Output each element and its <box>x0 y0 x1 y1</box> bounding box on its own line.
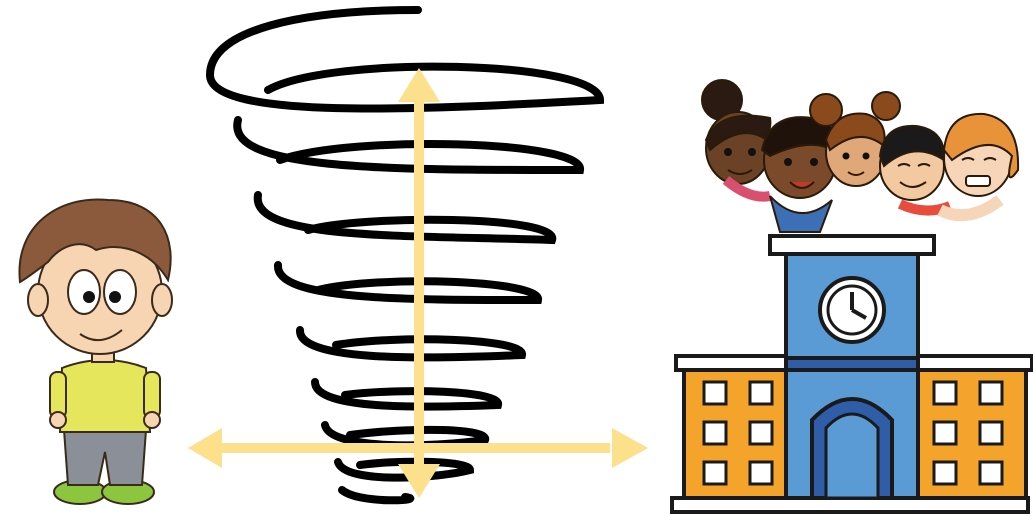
child-5-arm <box>937 195 1004 222</box>
school-wing-right <box>912 364 1028 500</box>
boy-pants <box>62 429 148 486</box>
spiral-path <box>205 6 605 505</box>
school-base <box>670 496 1030 514</box>
child-3-hair-puff <box>809 93 843 127</box>
arrow-down-head <box>398 464 440 498</box>
child-4-hair-bun <box>871 91 901 121</box>
clock-minute-hand <box>851 308 867 320</box>
school-windows-right <box>932 380 1004 486</box>
boy-hand-right <box>143 411 161 429</box>
boy-hand-left <box>49 411 67 429</box>
school-wing-left-roof <box>674 354 802 372</box>
school-door-inner <box>824 412 880 500</box>
child-1-hair <box>704 114 772 152</box>
school-wing-left <box>682 364 798 500</box>
arrow-right-head <box>612 428 648 468</box>
boy-shirt <box>58 359 152 433</box>
arrow-up-head <box>398 68 440 102</box>
boy-eye-right <box>103 269 137 315</box>
school-tower-top <box>768 234 936 256</box>
arrow-horizontal-shaft <box>218 443 610 453</box>
arrow-vertical-shaft <box>414 98 424 468</box>
cartoon-boy-icon <box>18 198 173 505</box>
boy-hair <box>18 198 172 284</box>
boy-pupil-right <box>109 291 121 303</box>
school-windows-left <box>702 380 774 486</box>
group-of-children-icon <box>701 79 1020 233</box>
child-1-arm <box>722 176 771 202</box>
school-tower-band <box>784 356 920 372</box>
school-wing-right-roof <box>910 354 1033 372</box>
spiral-coil-icon <box>205 6 605 505</box>
boy-mouth <box>79 329 123 341</box>
boy-ear-right <box>151 283 173 317</box>
child-3-hair <box>824 112 886 152</box>
child-5-hair <box>942 112 1020 179</box>
boy-eye-left <box>67 269 101 315</box>
boy-ear-left <box>27 283 49 317</box>
child-2-body <box>769 195 833 233</box>
arrow-left-head <box>188 428 222 468</box>
school-building-icon <box>670 234 1033 514</box>
boy-pupil-left <box>83 291 95 303</box>
four-way-arrows-icon <box>188 68 648 498</box>
child-4-hair <box>878 124 946 168</box>
